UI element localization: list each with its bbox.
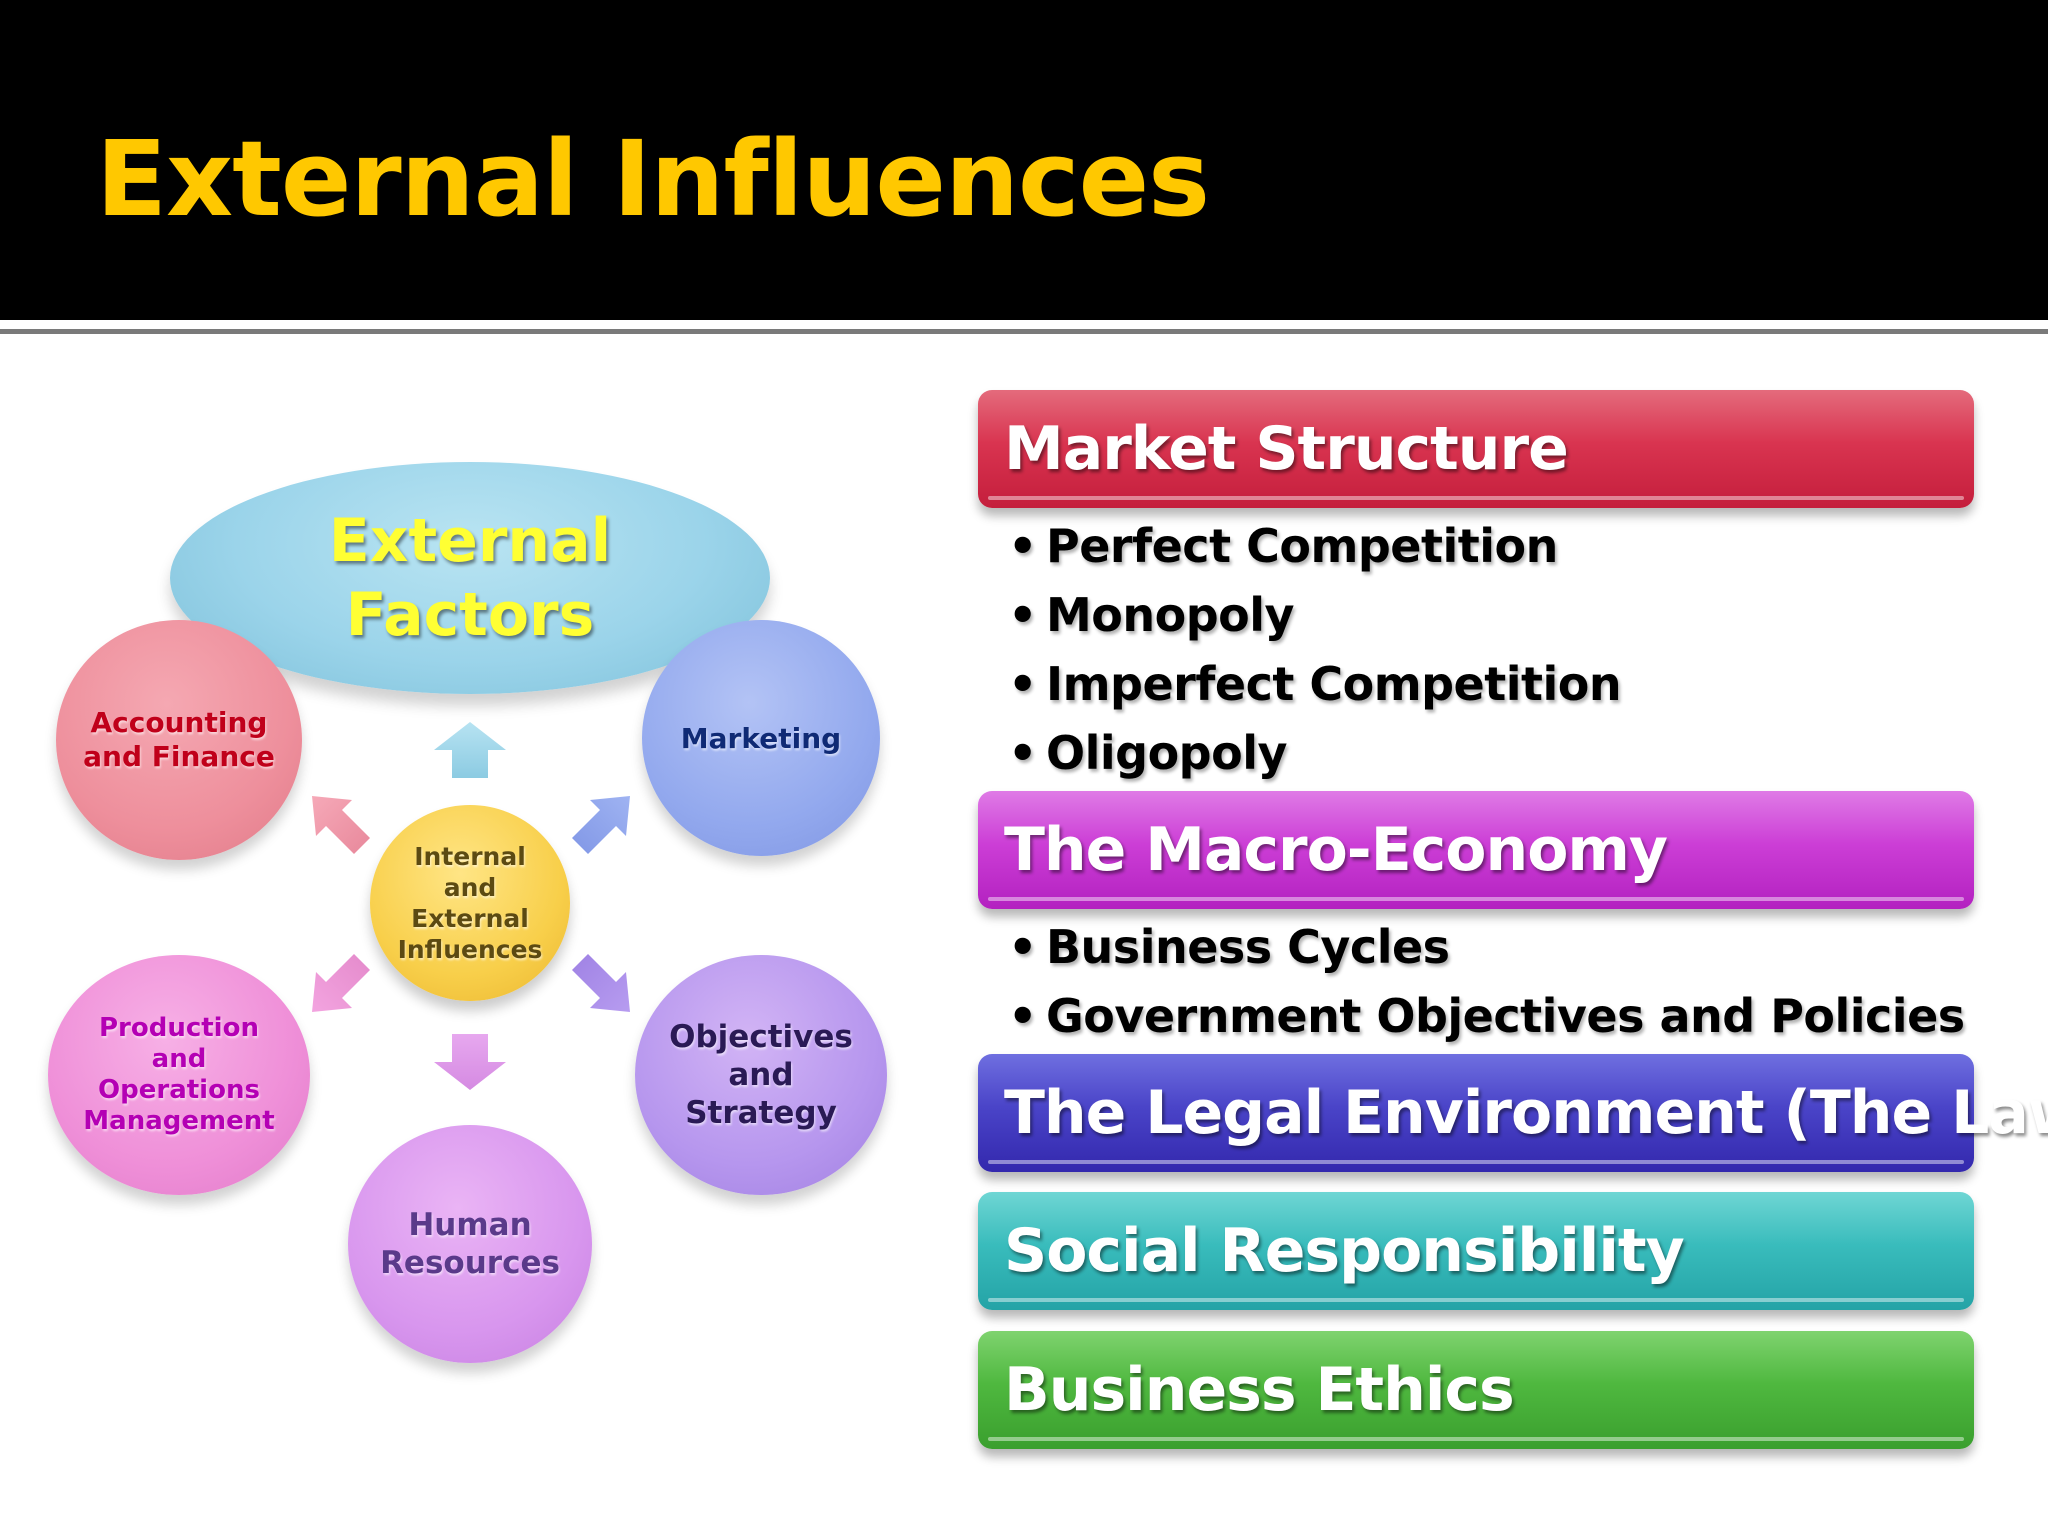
arrow-up-icon (434, 722, 506, 778)
section-label: Business Ethics (1004, 1355, 1515, 1425)
bullet-icon: • (1008, 920, 1037, 974)
bullet-icon: • (1008, 588, 1037, 642)
arrow-upper-right-icon (572, 796, 630, 854)
human-resources-circle: Human Resources (348, 1125, 592, 1363)
arrow-upper-left-icon (312, 796, 370, 854)
list-item: •Imperfect Competition (1008, 650, 1622, 719)
influences-diagram: External Factors Accounting and Finance … (0, 420, 960, 1420)
title-divider (0, 329, 2048, 334)
marketing-label: Marketing (680, 721, 842, 755)
external-factors-label: External Factors (328, 506, 612, 650)
section-label: The Macro-Economy (1004, 815, 1668, 885)
list-item: •Business Cycles (1008, 913, 1965, 982)
bullet-icon: • (1008, 519, 1037, 573)
production-operations-circle: Production and Operations Management (48, 955, 310, 1195)
macro-economy-list: •Business Cycles •Government Objectives … (1008, 913, 1965, 1051)
marketing-circle: Marketing (642, 620, 880, 856)
title-bar: External Influences (0, 0, 2048, 320)
bullet-icon: • (1008, 989, 1037, 1043)
slide-title: External Influences (96, 118, 1210, 240)
section-bar-macro-economy: The Macro-Economy (978, 791, 1974, 909)
section-bar-business-ethics: Business Ethics (978, 1331, 1974, 1449)
arrow-lower-right-icon (572, 954, 630, 1012)
list-item: •Government Objectives and Policies (1008, 982, 1965, 1051)
section-label: Market Structure (1004, 414, 1569, 484)
center-label: Internal and External Influences (397, 842, 543, 964)
accounting-finance-circle: Accounting and Finance (56, 620, 302, 860)
section-label: Social Responsibility (1004, 1216, 1685, 1286)
arrow-down-icon (434, 1034, 506, 1090)
list-item: •Oligopoly (1008, 719, 1621, 788)
market-structure-list: •Perfect Competition •Monopoly •Imperfec… (1008, 512, 1622, 788)
objectives-strategy-circle: Objectives and Strategy (635, 955, 887, 1195)
bullet-icon: • (1008, 657, 1037, 711)
center-circle: Internal and External Influences (370, 805, 570, 1001)
section-bar-market-structure: Market Structure (978, 390, 1974, 508)
human-resources-label: Human Resources (380, 1207, 560, 1281)
accounting-finance-label: Accounting and Finance (83, 706, 275, 773)
section-bar-social-responsibility: Social Responsibility (978, 1192, 1974, 1310)
bullet-icon: • (1008, 726, 1037, 780)
production-operations-label: Production and Operations Management (83, 1013, 275, 1136)
list-item: •Perfect Competition (1008, 512, 1621, 581)
external-factors-ellipse: External Factors (170, 462, 770, 694)
section-bar-legal-environment: The Legal Environment (The Law) (978, 1054, 2048, 1172)
objectives-strategy-label: Objectives and Strategy (669, 1019, 853, 1131)
list-item: •Monopoly (1008, 581, 1621, 650)
arrow-lower-left-icon (312, 954, 370, 1012)
section-label: The Legal Environment (The Law) (1004, 1078, 2048, 1148)
